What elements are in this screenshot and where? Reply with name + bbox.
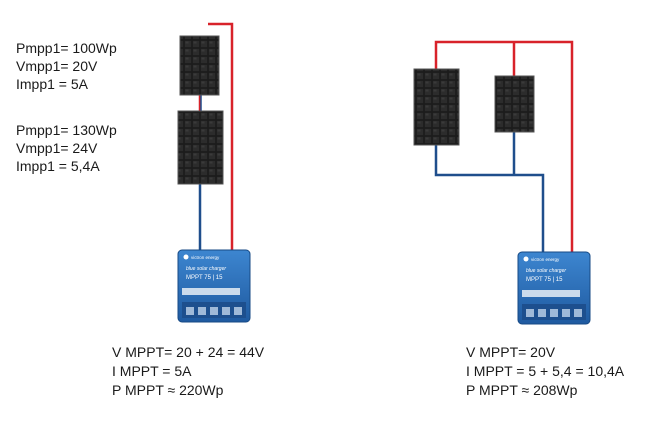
right-mppt-controller: victron energy blue solar charger MPPT 7…	[517, 251, 591, 325]
right-controller-model: MPPT 75 | 15	[526, 277, 563, 283]
panel1-specs: Pmpp1= 100Wp Vmpp1= 20V Impp1 = 5A	[16, 39, 117, 93]
solar-panel-1	[179, 35, 220, 96]
left-p-mppt: P MPPT ≈ 220Wp	[112, 382, 224, 398]
right-positive-wire	[434, 40, 574, 255]
right-controller-name: blue solar charger	[526, 268, 566, 274]
left-controller-name: blue solar charger	[186, 266, 226, 272]
panel2-impp: Impp1 = 5,4A	[16, 158, 100, 174]
right-mppt-result: V MPPT= 20V I MPPT = 5 + 5,4 = 10,4A P M…	[466, 343, 624, 400]
left-controller-brand: victron energy	[191, 255, 220, 260]
right-controller-brand: victron energy	[531, 257, 560, 262]
right-wires	[434, 40, 574, 255]
left-i-mppt: I MPPT = 5A	[112, 363, 192, 379]
solar-panel-3	[413, 68, 460, 146]
panel2-vmpp: Vmpp1= 24V	[16, 140, 98, 156]
right-i-mppt: I MPPT = 5 + 5,4 = 10,4A	[466, 363, 625, 379]
left-mppt-result: V MPPT= 20 + 24 = 44V I MPPT = 5A P MPPT…	[112, 343, 264, 400]
left-v-mppt: V MPPT= 20 + 24 = 44V	[112, 344, 265, 360]
solar-panel-2	[177, 110, 224, 185]
right-v-mppt: V MPPT= 20V	[466, 344, 556, 360]
solar-panel-4	[494, 75, 535, 133]
panel2-pmpp: Pmpp1= 130Wp	[16, 122, 117, 138]
left-positive-wire	[208, 22, 234, 253]
left-mppt-controller: victron energy blue solar charger MPPT 7…	[177, 249, 251, 323]
left-wires	[198, 22, 234, 253]
panel1-impp: Impp1 = 5A	[16, 76, 88, 92]
right-p-mppt: P MPPT ≈ 208Wp	[466, 382, 578, 398]
panel1-pmpp: Pmpp1= 100Wp	[16, 40, 117, 56]
panel1-vmpp: Vmpp1= 20V	[16, 58, 98, 74]
right-negative-wire	[434, 145, 545, 255]
panel2-specs: Pmpp1= 130Wp Vmpp1= 24V Impp1 = 5,4A	[16, 121, 117, 175]
left-controller-model: MPPT 75 | 15	[186, 275, 223, 281]
